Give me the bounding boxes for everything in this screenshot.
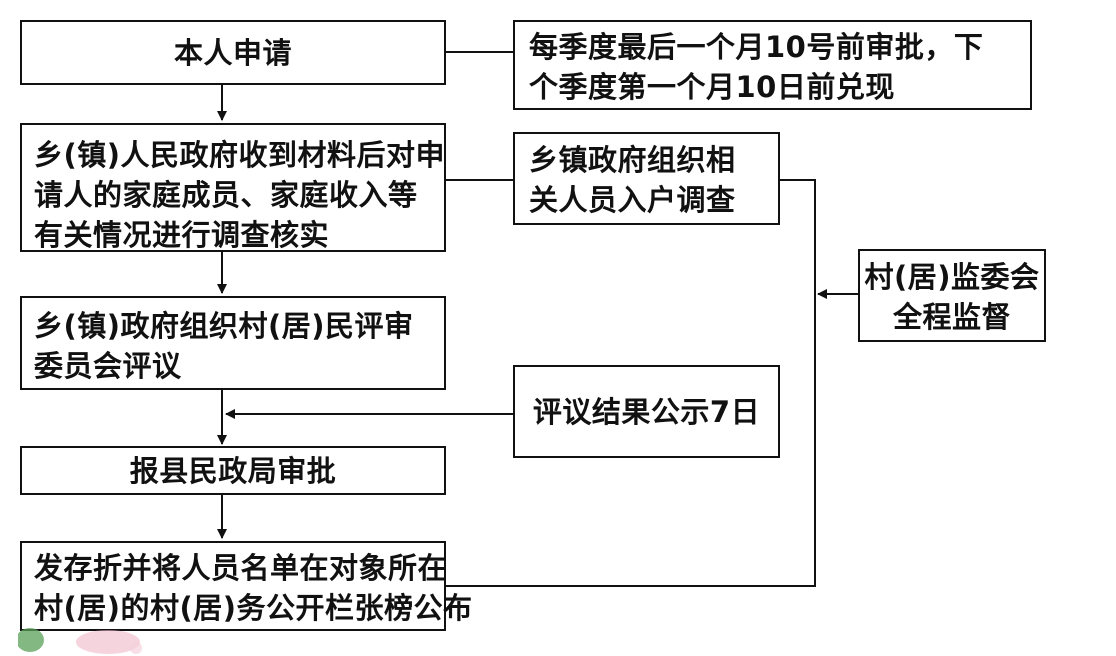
step-investigation-line-2: 请人的家庭成员、家庭收入等 bbox=[34, 178, 418, 212]
note-survey-line-2: 关人员入户调查 bbox=[529, 183, 736, 217]
note-supervision-box: 村(居)监委会 全程监督 bbox=[858, 249, 1046, 342]
step-apply-text: 本人申请 bbox=[173, 35, 292, 70]
step-investigation-box: 乡(镇)人民政府收到材料后对申 请人的家庭成员、家庭收入等 有关情况进行调查核实 bbox=[20, 123, 446, 252]
step-publish-box: 发存折并将人员名单在对象所在 村(居)的村(居)务公开栏张榜公布 bbox=[20, 541, 473, 631]
note-supervision-line-2: 全程监督 bbox=[892, 300, 1011, 334]
note-publicity-box: 评议结果公示7日 bbox=[513, 365, 780, 458]
corner-decoration bbox=[18, 628, 142, 654]
step-investigation-line-3: 有关情况进行调查核实 bbox=[34, 218, 330, 252]
step-publish-line-2: 村(居)的村(居)务公开栏张榜公布 bbox=[34, 591, 473, 625]
note-approval-schedule-box: 每季度最后一个月10号前审批，下 个季度第一个月10日前兑现 bbox=[513, 20, 1032, 110]
step-apply-box: 本人申请 bbox=[20, 20, 446, 85]
note-approval-schedule-line-2: 个季度第一个月10日前兑现 bbox=[529, 70, 895, 104]
supervision-bracket bbox=[446, 179, 816, 587]
note-approval-schedule-line-1: 每季度最后一个月10号前审批，下 bbox=[529, 30, 984, 64]
note-publicity-text: 评议结果公示7日 bbox=[532, 394, 761, 429]
step-publish-line-1: 发存折并将人员名单在对象所在 bbox=[34, 551, 448, 585]
step-review-line-1: 乡(镇)政府组织村(居)民评审 bbox=[34, 309, 414, 343]
note-supervision-line-1: 村(居)监委会 bbox=[864, 260, 1040, 294]
step-county-approval-box: 报县民政局审批 bbox=[20, 446, 446, 495]
step-review-line-2: 委员会评议 bbox=[34, 349, 182, 383]
note-survey-box: 乡镇政府组织相 关人员入户调查 bbox=[513, 132, 780, 225]
step-review-box: 乡(镇)政府组织村(居)民评审 委员会评议 bbox=[20, 296, 446, 390]
step-investigation-line-1: 乡(镇)人民政府收到材料后对申 bbox=[34, 138, 446, 172]
note-survey-line-1: 乡镇政府组织相 bbox=[529, 143, 736, 177]
step-county-approval-text: 报县民政局审批 bbox=[129, 453, 337, 488]
